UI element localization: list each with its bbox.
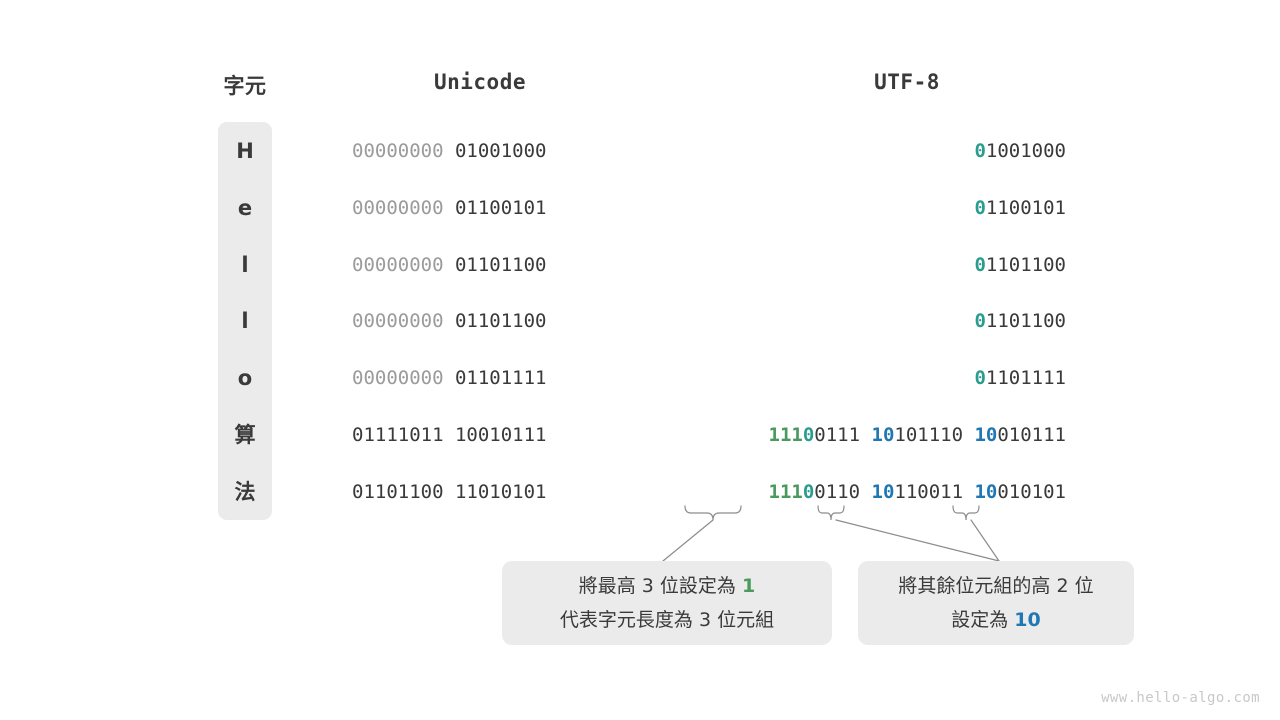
bit-group-dim: 00000000 <box>352 254 444 276</box>
callout-right-line1: 將其餘位元組的高 2 位 <box>898 575 1094 597</box>
character-column-pill <box>218 122 272 520</box>
bit-group-dim <box>444 367 455 389</box>
bit-group-dim: 00000000 <box>352 140 444 162</box>
utf8-bits-row: 01101100 <box>974 310 1066 332</box>
bit-group-dim <box>444 140 455 162</box>
bit-group-teal: 0 <box>802 481 815 503</box>
bit-group-dark <box>444 481 455 503</box>
bit-group-dark: 1101111 <box>985 367 1066 389</box>
bit-group-dim <box>444 197 455 219</box>
callout-right-line2: 設定為 10 <box>951 603 1041 637</box>
bit-group-dark: 0110 <box>814 481 872 503</box>
character-cell: 法 <box>234 480 256 504</box>
bit-group-dim: 00000000 <box>352 367 444 389</box>
bit-group-teal: 0 <box>974 367 986 389</box>
unicode-bits-row: 01111011 10010111 <box>352 424 546 446</box>
bit-group-teal: 0 <box>974 197 986 219</box>
bit-group-blue: 10 <box>871 424 895 446</box>
callout-left-highlight: 1 <box>741 575 756 597</box>
bit-group-teal: 0 <box>974 140 986 162</box>
brace-leading-bits <box>684 505 742 521</box>
bit-group-dim: 00000000 <box>352 197 444 219</box>
unicode-bits-row: 00000000 01100101 <box>352 197 546 219</box>
bit-group-dark: 101110 <box>894 424 975 446</box>
bit-group-dark: 1101100 <box>985 254 1066 276</box>
brace-continuation-prefix-2 <box>952 505 980 521</box>
unicode-bits-row: 01101100 11010101 <box>352 481 546 503</box>
callout-continuation-bits: 將其餘位元組的高 2 位 設定為 10 <box>858 561 1134 645</box>
utf8-bits-row: 01101111 <box>974 367 1066 389</box>
character-cell: o <box>237 366 253 390</box>
bit-group-blue: 10 <box>974 481 998 503</box>
unicode-bits-row: 00000000 01001000 <box>352 140 546 162</box>
utf8-bits-row: 01101100 <box>974 254 1066 276</box>
bit-group-green: 111 <box>768 481 803 503</box>
bit-group-dim <box>444 254 455 276</box>
bit-group-teal: 0 <box>802 424 815 446</box>
bit-group-dark: 010101 <box>997 481 1066 503</box>
bit-group-dark: 010111 <box>997 424 1066 446</box>
column-header-character: 字元 <box>223 74 267 98</box>
unicode-bits-row: 00000000 01101111 <box>352 367 546 389</box>
bit-group-dark: 01001000 <box>454 140 547 162</box>
callout-left-line2: 代表字元長度為 3 位元組 <box>559 609 775 631</box>
bit-group-green: 111 <box>768 424 803 446</box>
character-cell: l <box>241 309 249 333</box>
bit-group-dim <box>444 310 455 332</box>
brace-continuation-prefix-1 <box>817 505 845 521</box>
bit-group-dark: 01101100 <box>454 254 547 276</box>
character-cell: l <box>241 253 249 277</box>
character-cell: e <box>237 196 253 220</box>
callout-right-line2-text: 設定為 <box>951 609 1015 631</box>
bit-group-dark: 01111011 <box>352 424 444 446</box>
bit-group-teal: 0 <box>974 310 986 332</box>
bit-group-dark: 0111 <box>814 424 872 446</box>
callout-left-line1-text: 將最高 3 位設定為 <box>578 575 742 597</box>
callout-leading-bits: 將最高 3 位設定為 1 代表字元長度為 3 位元組 <box>502 561 832 645</box>
character-cell: H <box>236 139 254 163</box>
character-cell: 算 <box>234 423 256 447</box>
bit-group-dark: 01101100 <box>352 481 444 503</box>
bit-group-dark: 1100101 <box>985 197 1066 219</box>
bit-group-dark: 01101100 <box>454 310 547 332</box>
callout-right-highlight: 10 <box>1014 609 1041 631</box>
leader-line-right-callout-a <box>835 519 1000 562</box>
utf8-bits-row: 01100101 <box>974 197 1066 219</box>
column-header-unicode: Unicode <box>433 70 526 94</box>
callout-left-line1: 將最高 3 位設定為 1 <box>579 569 755 603</box>
bit-group-teal: 0 <box>974 254 986 276</box>
utf8-bits-row: 11100111 10101110 10010111 <box>769 424 1066 446</box>
bit-group-dark: 1001000 <box>985 140 1066 162</box>
unicode-bits-row: 00000000 01101100 <box>352 254 546 276</box>
bit-group-dark: 01100101 <box>454 197 547 219</box>
bit-group-dark: 11010101 <box>454 481 547 503</box>
bit-group-dark: 01101111 <box>454 367 547 389</box>
leader-line-right-callout-b <box>970 519 1000 562</box>
utf8-bits-row: 11100110 10110011 10010101 <box>769 481 1066 503</box>
leader-line-left-callout <box>662 519 714 562</box>
bit-group-dark: 1101100 <box>985 310 1066 332</box>
bit-group-dark: 110011 <box>894 481 975 503</box>
utf8-bits-row: 01001000 <box>974 140 1066 162</box>
bit-group-dim: 00000000 <box>352 310 444 332</box>
column-header-utf8: UTF-8 <box>874 70 940 94</box>
bit-group-blue: 10 <box>871 481 895 503</box>
bit-group-dark: 10010111 <box>454 424 547 446</box>
bit-group-dark <box>444 424 455 446</box>
bit-group-blue: 10 <box>974 424 998 446</box>
watermark: www.hello-algo.com <box>1101 690 1260 706</box>
unicode-bits-row: 00000000 01101100 <box>352 310 546 332</box>
